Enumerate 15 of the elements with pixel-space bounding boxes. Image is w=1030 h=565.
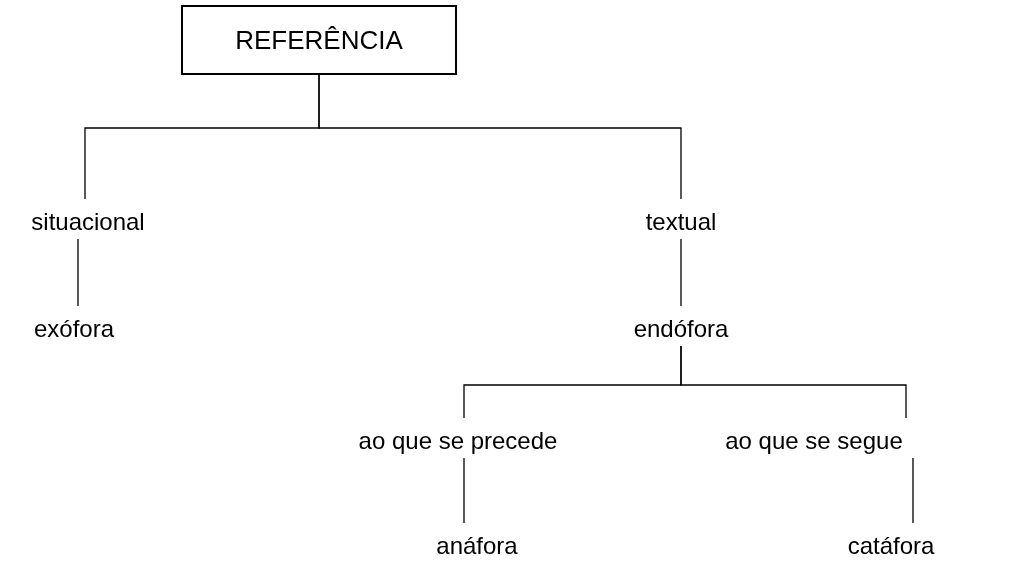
node-label: ao que se precede [358, 418, 558, 458]
node-label: situacional [31, 199, 145, 239]
node-label: textual [645, 199, 717, 239]
connector-line [318, 74, 682, 200]
title-box: REFERÊNCIA [181, 5, 457, 75]
node-label: ao que se segue [725, 418, 903, 458]
connector-line [463, 457, 465, 524]
connector-line [912, 457, 914, 524]
connector-line [77, 238, 79, 307]
node-label: catáfora [847, 523, 935, 563]
node-label: anáfora [436, 523, 518, 563]
node-label: endófora [633, 306, 729, 346]
node-label: exófora [33, 306, 115, 346]
connector-line [680, 345, 907, 419]
connector-line [680, 238, 682, 307]
